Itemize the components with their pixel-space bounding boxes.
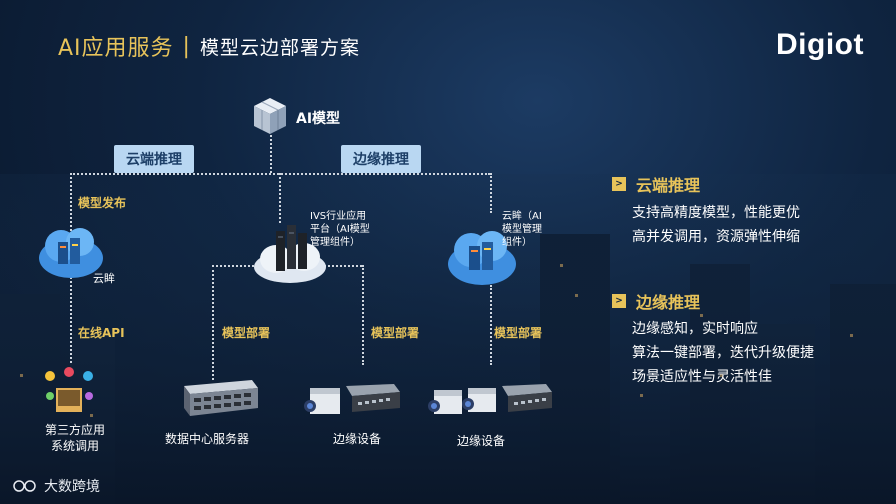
connector-line [362, 265, 364, 365]
yunmou-right-line-2: 模型管理 [502, 223, 542, 236]
edge-device-2-icon [424, 378, 554, 422]
connector-line [270, 135, 272, 173]
edge-inference-heading: > 边缘推理 [612, 289, 700, 313]
yunmou-right-line-1: 云眸（AI [502, 210, 542, 223]
edge-line-3: 场景适应性与灵活性佳 [632, 366, 772, 386]
datacenter-server-label: 数据中心服务器 [165, 430, 249, 447]
third-party-line-1: 第三方应用 [40, 422, 110, 438]
deploy-label-edge-2: 模型部署 [494, 324, 542, 341]
bullet-arrow-icon: > [612, 177, 626, 191]
edge-device-2-label: 边缘设备 [457, 432, 505, 449]
yunmou-right-label: 云眸（AI 模型管理 组件） [502, 210, 542, 249]
connector-line [279, 173, 281, 223]
deploy-label-edge-1: 模型部署 [371, 324, 419, 341]
connector-line [490, 173, 492, 213]
connector-line [490, 285, 492, 365]
edge-line-1: 边缘感知，实时响应 [632, 318, 758, 338]
yunmou-left-label: 云眸 [93, 270, 115, 286]
edge-device-1-label: 边缘设备 [333, 430, 381, 447]
title-accent: AI应用服务 [58, 30, 174, 62]
ai-model-label: AI模型 [296, 108, 340, 128]
ivs-line-1: IVS行业应用 [310, 210, 370, 223]
connector-line [212, 265, 214, 380]
title-main: 模型云边部署方案 [200, 33, 360, 60]
cloud-line-2: 高并发调用，资源弹性伸缩 [632, 226, 800, 246]
model-publish-label: 模型发布 [78, 194, 126, 211]
yunmou-right-line-3: 组件） [502, 236, 542, 249]
ai-model-cube-icon [250, 96, 290, 136]
brand-logo: Digiot [776, 28, 864, 62]
third-party-label: 第三方应用 系统调用 [40, 422, 110, 454]
deploy-label-server: 模型部署 [222, 324, 270, 341]
cloud-inference-title: 云端推理 [636, 172, 700, 196]
online-api-label: 在线API [78, 324, 125, 341]
watermark-logo-icon [12, 478, 38, 494]
bullet-arrow-icon: > [612, 294, 626, 308]
edge-inference-tag: 边缘推理 [341, 145, 421, 173]
edge-line-2: 算法一键部署，迭代升级便捷 [632, 342, 814, 362]
edge-inference-title: 边缘推理 [636, 289, 700, 313]
cloud-inference-tag: 云端推理 [114, 145, 194, 173]
footer-brand: 大数跨境 [44, 476, 100, 496]
cloud-line-1: 支持高精度模型，性能更优 [632, 202, 800, 222]
title-separator: | [183, 34, 191, 59]
edge-device-1-icon [302, 378, 402, 422]
cloud-inference-heading: > 云端推理 [612, 172, 700, 196]
third-party-app-icon [42, 366, 96, 416]
ivs-server-cloud-icon [252, 223, 328, 285]
page-title: AI应用服务 | 模型云边部署方案 [58, 30, 360, 62]
footer-watermark: 大数跨境 [12, 476, 100, 496]
datacenter-server-icon [178, 378, 260, 418]
third-party-line-2: 系统调用 [40, 438, 110, 454]
